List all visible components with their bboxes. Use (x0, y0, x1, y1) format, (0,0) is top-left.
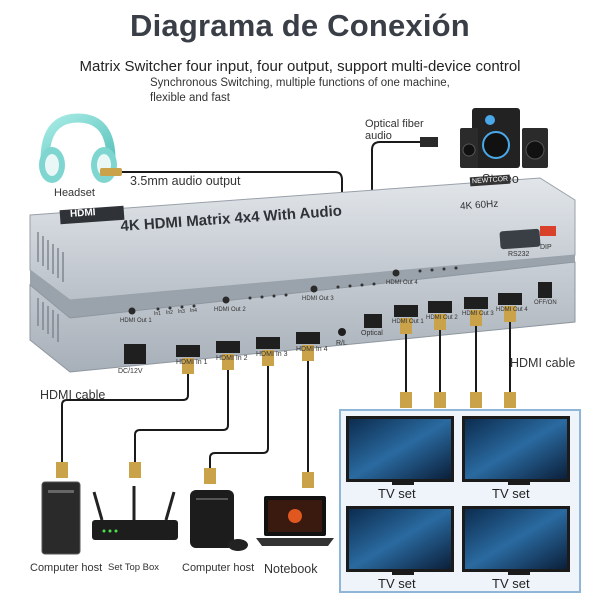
tv-3 (346, 506, 454, 575)
port-label-optical: Optical (361, 330, 383, 337)
port-label-out4: HDMI Out 4 (496, 307, 528, 313)
computer-host-2-icon (190, 490, 248, 551)
port-label-in2: HDMI In 2 (216, 355, 248, 362)
rs232-label: RS232 (508, 251, 530, 258)
port-label-power: OFF/ON (534, 300, 557, 306)
led-label-in1: In1 (154, 311, 161, 317)
port-label-in1: HDMI In 1 (176, 359, 208, 366)
tv-label-2: TV set (492, 486, 530, 501)
tv-label-3: TV set (378, 576, 416, 591)
rear-ports (124, 282, 552, 364)
computer-host-1-icon (41, 481, 81, 555)
set-top-box-icon (92, 486, 178, 540)
led-label-in3: In3 (178, 309, 185, 315)
port-label-out1: HDMI Out 1 (392, 319, 424, 325)
output-connectors (400, 306, 516, 408)
tv-label-1: TV set (378, 486, 416, 501)
source-label-2: Set Top Box (108, 562, 160, 573)
page-title: Diagrama de Conexión (130, 8, 470, 43)
port-label-in3: HDMI In 3 (256, 351, 288, 358)
port-label-in4: HDMI In 4 (296, 346, 328, 353)
hdmi-cable-right-label: HDMI cable (510, 356, 576, 370)
input-cables (61, 345, 309, 478)
optical-label: Optical fiber audio (365, 118, 424, 142)
tv-label-4: TV set (492, 576, 530, 591)
front-label-out2: HDMI Out 2 (214, 307, 246, 313)
source-label-1: Computer host (30, 562, 103, 574)
tv-4 (462, 506, 570, 575)
dip-label: DIP (540, 244, 552, 251)
front-label-out4: HDMI Out 4 (386, 280, 418, 286)
tv-1 (346, 416, 454, 485)
input-connectors (56, 345, 314, 488)
tv-2 (462, 416, 570, 485)
led-label-in2: In2 (166, 310, 173, 316)
notebook-icon (256, 496, 334, 546)
source-label-3: Computer host (182, 562, 255, 574)
vent-grill (37, 232, 64, 342)
source-label-4: Notebook (264, 562, 318, 576)
port-label-out2: HDMI Out 2 (426, 315, 458, 321)
audio-output-label: 3.5mm audio output (130, 174, 241, 188)
subtitle: Matrix Switcher four input, four output,… (79, 58, 521, 75)
port-label-rl: R/L (336, 340, 347, 347)
sync-line-1: Synchronous Switching, multiple function… (150, 77, 450, 89)
sync-description: Synchronous Switching, multiple function… (150, 76, 470, 106)
stereo-speakers-icon (460, 108, 548, 168)
port-label-dc: DC/12V (118, 368, 143, 375)
port-label-out3: HDMI Out 3 (462, 311, 494, 317)
led-label-in4: In4 (190, 308, 197, 314)
headset-icon (39, 113, 117, 183)
headset-label: Headset (54, 187, 95, 199)
hdmi-cable-left-label: HDMI cable (40, 388, 106, 402)
matrix-switcher (29, 177, 576, 373)
front-label-out1: HDMI Out 1 (120, 318, 152, 324)
hdmi-logo: HDMI (69, 207, 96, 220)
front-label-out3: HDMI Out 3 (302, 296, 334, 302)
sync-line-2: flexible and fast (150, 92, 230, 104)
